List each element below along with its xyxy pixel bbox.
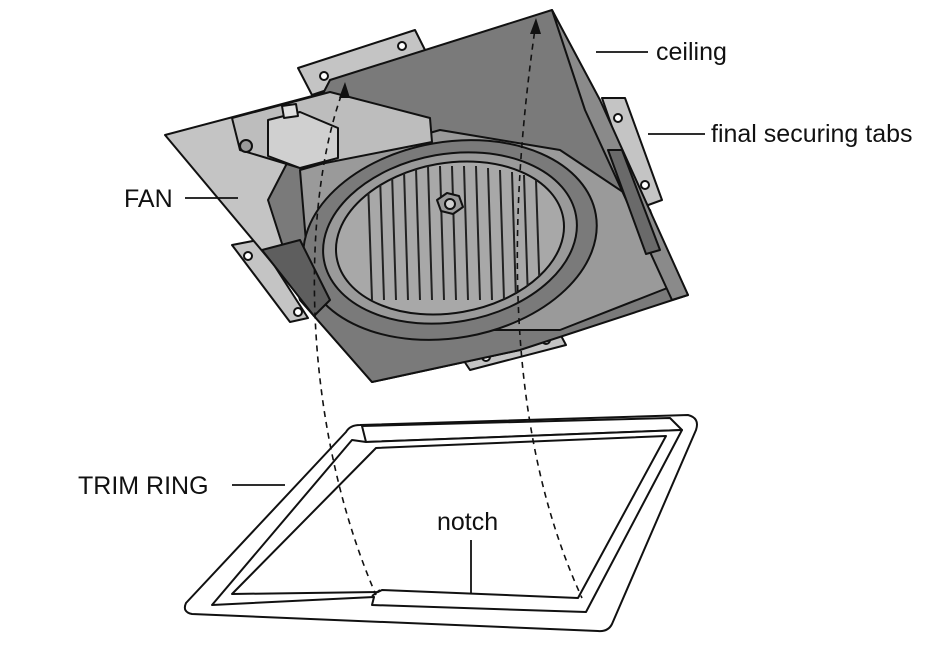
mounting-tab-top-left <box>297 29 429 96</box>
alignment-guide-right <box>516 21 583 599</box>
mounting-tab-left <box>231 239 309 323</box>
label-final-securing-tabs: final securing tabs <box>711 120 913 148</box>
alignment-arrowhead-right <box>530 18 541 34</box>
label-notch: notch <box>437 508 498 536</box>
connector-plug <box>281 103 299 119</box>
leader-lines <box>185 51 705 594</box>
label-ceiling: ceiling <box>656 38 727 66</box>
alignment-guides <box>313 21 583 599</box>
alignment-guide-left <box>313 84 377 596</box>
electrical-connector <box>267 111 339 169</box>
label-fan: FAN <box>124 185 173 213</box>
fan-assembly <box>164 9 689 383</box>
trim-ring-inner-opening <box>231 435 667 599</box>
blower-wheel-blades <box>367 165 541 301</box>
ground-screw <box>239 139 253 153</box>
trim-ring <box>183 414 698 633</box>
motor-bracket-left <box>261 239 331 317</box>
label-trim-ring: TRIM RING <box>78 472 209 500</box>
securing-tab-bracket <box>607 149 661 255</box>
blower-wheel-nut <box>444 198 456 210</box>
alignment-arrowhead-left <box>339 82 350 98</box>
